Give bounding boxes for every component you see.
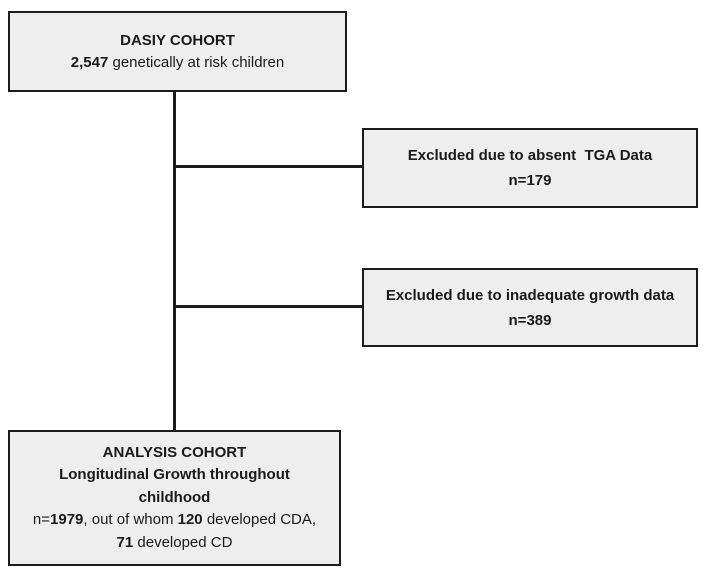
excluded-growth-box: Excluded due to inadequate growth data n…: [362, 268, 698, 347]
analysis-subtitle-line2: childhood: [138, 488, 211, 506]
cohort-count: 2,547: [70, 53, 109, 71]
connector-branch-growth: [175, 305, 363, 308]
excluded-growth-n: n=389: [508, 311, 552, 329]
analysis-cda-suffix: developed CDA,: [202, 511, 317, 529]
analysis-detail-line2: 71 developed CD: [117, 532, 233, 555]
analysis-detail-line1: n=1979, out of whom 120 developed CDA,: [33, 509, 316, 532]
analysis-detail-mid: , out of whom: [83, 511, 178, 529]
analysis-n-prefix: n=: [32, 511, 51, 529]
connector-vertical-spine: [173, 92, 176, 431]
analysis-box: ANALYSIS COHORT Longitudinal Growth thro…: [8, 430, 341, 566]
analysis-cda-n: 120: [177, 511, 203, 529]
excluded-tga-reason: Excluded due to absent TGA Data: [407, 147, 653, 164]
cohort-title: DASIY COHORT: [120, 31, 235, 49]
analysis-cd-n: 71: [116, 533, 134, 551]
cohort-box: DASIY COHORT 2,547 genetically at risk c…: [8, 11, 347, 92]
analysis-n: 1979: [50, 511, 84, 529]
analysis-cd-suffix: developed CD: [133, 533, 233, 551]
cohort-count-line: 2,547 genetically at risk children: [71, 52, 284, 74]
excluded-tga-n: n=179: [508, 172, 552, 189]
connector-branch-tga: [175, 165, 363, 168]
analysis-title: ANALYSIS COHORT: [102, 443, 247, 461]
analysis-subtitle-line1: Longitudinal Growth throughout: [59, 466, 290, 484]
excluded-growth-reason: Excluded due to inadequate growth data: [385, 286, 675, 304]
cohort-count-suffix: genetically at risk children: [108, 53, 285, 71]
excluded-tga-box: Excluded due to absent TGA Data n=179: [362, 128, 698, 208]
